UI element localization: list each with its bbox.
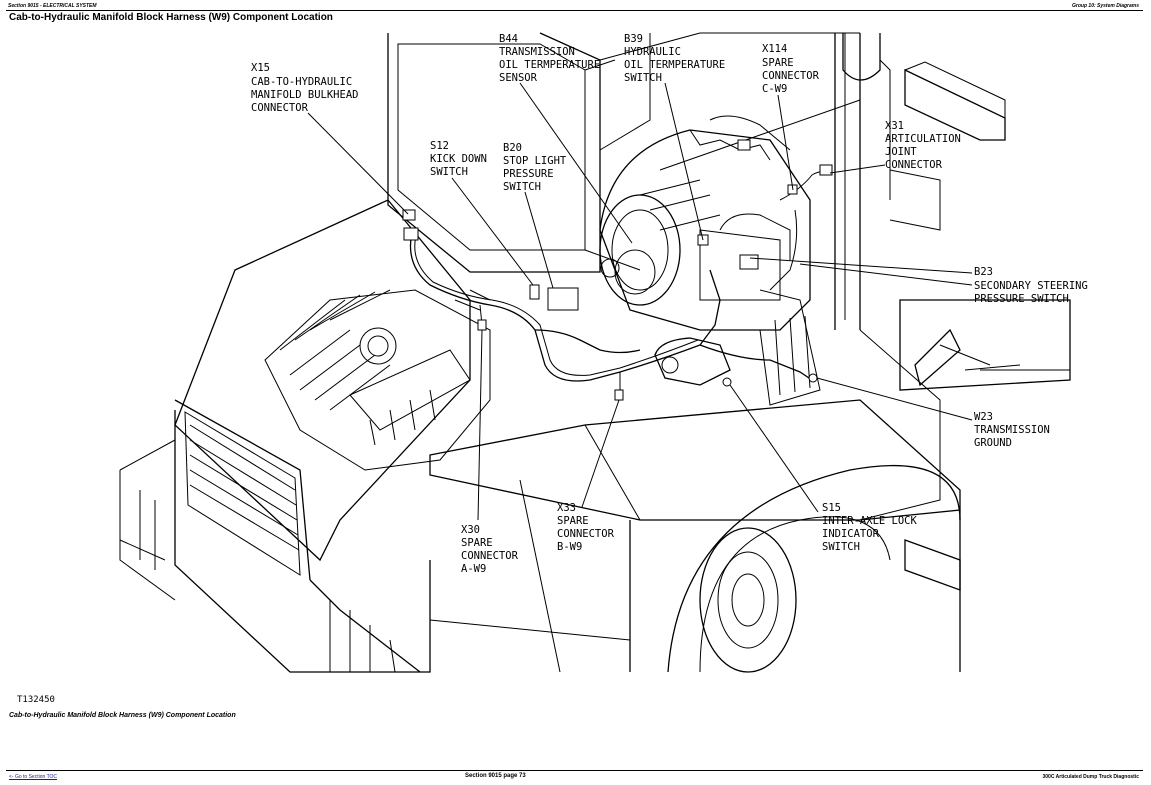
x31-label-line2: ARTICULATION: [885, 133, 961, 145]
figure-id: T132450: [17, 695, 55, 705]
x30-label-line2: SPARE: [461, 537, 493, 549]
x114-label-line2: SPARE: [762, 57, 794, 69]
x33-label-line3: CONNECTOR: [557, 528, 615, 540]
footer-manual-title: 300C Articulated Dump Truck Diagnostic: [1042, 774, 1139, 780]
x30-label-line1: X30: [461, 524, 480, 536]
hood-and-engine: [119, 199, 491, 673]
callout-x114: X114 SPARE CONNECTOR C-W9: [762, 43, 820, 95]
header-section: Section 9015 - ELECTRICAL SYSTEM: [8, 3, 97, 9]
x15-label-line3: MANIFOLD BULKHEAD: [251, 89, 358, 101]
s12-label-line2: KICK DOWN: [430, 153, 487, 165]
x31-label-line1: X31: [885, 120, 904, 132]
callout-w23: W23 TRANSMISSION GROUND: [974, 411, 1050, 449]
callout-b44: B44 TRANSMISSION OIL TERMPERATURE SENSOR: [499, 33, 600, 84]
x30-label-line4: A-W9: [461, 563, 486, 575]
s12-label-line3: SWITCH: [430, 166, 468, 178]
w23-label-line1: W23: [974, 411, 993, 423]
header-group: Group 10: System Diagrams: [1072, 3, 1139, 9]
b23-label-line2: SECONDARY STEERING: [974, 280, 1088, 292]
b39-label-line1: B39: [624, 33, 643, 45]
go-to-section-toc-link[interactable]: <- Go to Section TOC: [9, 774, 58, 780]
x15-label-line1: X15: [251, 62, 270, 74]
callout-x31: X31 ARTICULATION JOINT CONNECTOR: [885, 120, 961, 171]
footer-page-number: Section 9015 page 73: [465, 773, 526, 779]
transmission: [599, 115, 821, 406]
x114-label-line3: CONNECTOR: [762, 70, 820, 82]
b39-label-line4: SWITCH: [624, 72, 662, 84]
b44-label-line1: B44: [499, 33, 518, 45]
s15-label-line3: INDICATOR: [822, 528, 880, 540]
x15-label-line2: CAB-TO-HYDRAULIC: [251, 76, 352, 88]
b20-label-line4: SWITCH: [503, 181, 541, 193]
b23-label-line1: B23: [974, 266, 993, 278]
b44-label-line4: SENSOR: [499, 72, 538, 84]
b44-label-line2: TRANSMISSION: [499, 46, 575, 58]
callout-b23: B23 SECONDARY STEERING PRESSURE SWITCH: [974, 266, 1088, 305]
w23-label-line3: GROUND: [974, 437, 1012, 449]
callout-x33: X33 SPARE CONNECTOR B-W9: [557, 502, 615, 553]
b39-label-line2: HYDRAULIC: [624, 46, 681, 58]
x114-label-line1: X114: [762, 43, 787, 55]
figure-caption: Cab-to-Hydraulic Manifold Block Harness …: [9, 712, 236, 719]
footer-rule: [6, 770, 1143, 771]
callout-b39: B39 HYDRAULIC OIL TERMPERATURE SWITCH: [624, 33, 725, 84]
x33-label-line2: SPARE: [557, 515, 589, 527]
b20-label-line2: STOP LIGHT: [503, 155, 567, 167]
header-rule: [6, 10, 1143, 11]
w23-label-line2: TRANSMISSION: [974, 424, 1050, 436]
b44-label-line3: OIL TERMPERATURE: [499, 59, 600, 71]
b20-label-line1: B20: [503, 142, 522, 154]
x30-label-line3: CONNECTOR: [461, 550, 519, 562]
callout-x15: X15 CAB-TO-HYDRAULIC MANIFOLD BULKHEAD C…: [251, 62, 358, 114]
s12-label-line1: S12: [430, 140, 449, 152]
b20-label-line3: PRESSURE: [503, 168, 554, 180]
x33-label-line4: B-W9: [557, 541, 582, 553]
x31-label-line4: CONNECTOR: [885, 159, 943, 171]
x31-label-line3: JOINT: [885, 146, 917, 158]
callout-s12: S12 KICK DOWN SWITCH: [430, 140, 487, 178]
callout-x30: X30 SPARE CONNECTOR A-W9: [461, 524, 519, 575]
x114-label-line4: C-W9: [762, 83, 787, 95]
s15-label-line1: S15: [822, 502, 841, 514]
b23-label-line3: PRESSURE SWITCH: [974, 293, 1069, 305]
b39-label-line3: OIL TERMPERATURE: [624, 59, 725, 71]
page-title: Cab-to-Hydraulic Manifold Block Harness …: [9, 12, 333, 23]
cab-outline: [387, 32, 1071, 521]
leader-lines: [307, 82, 973, 521]
callout-s15: S15 INTER-AXLE LOCK INDICATOR SWITCH: [822, 502, 918, 553]
callout-b20: B20 STOP LIGHT PRESSURE SWITCH: [503, 142, 567, 193]
frame-and-wheel: [429, 399, 961, 673]
x15-label-line4: CONNECTOR: [251, 102, 309, 114]
s15-label-line2: INTER-AXLE LOCK: [822, 515, 918, 527]
w9-harness: [402, 139, 833, 401]
x33-label-line1: X33: [557, 502, 576, 514]
s15-label-line4: SWITCH: [822, 541, 860, 553]
